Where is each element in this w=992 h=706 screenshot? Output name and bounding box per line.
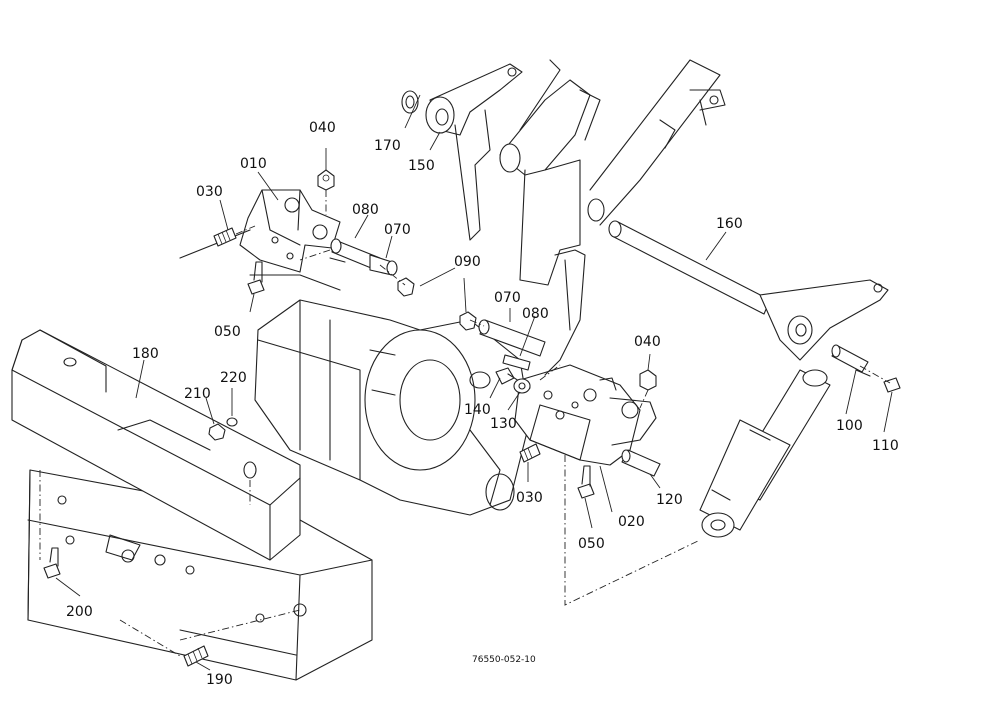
upper-frame bbox=[454, 59, 726, 286]
label-040-lower: 040 bbox=[634, 334, 661, 350]
label-180: 180 bbox=[132, 346, 159, 362]
label-110: 110 bbox=[872, 438, 899, 454]
pin-070-lower bbox=[478, 319, 546, 357]
lift-cylinder bbox=[699, 369, 831, 538]
label-190: 190 bbox=[206, 672, 233, 688]
label-220: 220 bbox=[220, 370, 247, 386]
label-120: 120 bbox=[656, 492, 683, 508]
bushing-170 bbox=[401, 90, 419, 114]
label-010: 010 bbox=[240, 156, 267, 172]
label-020: 020 bbox=[618, 514, 645, 530]
label-080-upper: 080 bbox=[352, 202, 379, 218]
label-130: 130 bbox=[490, 416, 517, 432]
label-070-lower: 070 bbox=[494, 290, 521, 306]
bracket-010 bbox=[179, 189, 341, 291]
transmission-housing bbox=[254, 299, 531, 516]
label-100: 100 bbox=[836, 418, 863, 434]
washer-220 bbox=[226, 417, 238, 427]
sleeve-070-upper bbox=[369, 254, 398, 276]
label-140: 140 bbox=[464, 402, 491, 418]
label-200: 200 bbox=[66, 604, 93, 620]
stud-030-lower bbox=[519, 443, 541, 463]
center-lines bbox=[119, 190, 891, 657]
part-labels: 040 010 030 080 070 090 050 170 150 160 … bbox=[66, 120, 899, 688]
pin-120 bbox=[621, 449, 661, 477]
stud-030-upper bbox=[213, 227, 237, 247]
nut-040-lower bbox=[639, 369, 657, 391]
label-050-upper: 050 bbox=[214, 324, 241, 340]
bolt-200 bbox=[43, 547, 61, 579]
nut-040-upper bbox=[317, 169, 335, 191]
drawing-reference: 76550-052-10 bbox=[472, 655, 536, 665]
nut-210 bbox=[208, 423, 226, 441]
label-030-upper: 030 bbox=[196, 184, 223, 200]
front-weight bbox=[11, 329, 301, 561]
bolt-050-upper bbox=[247, 261, 265, 295]
bolt-050-lower bbox=[577, 465, 595, 499]
label-090: 090 bbox=[454, 254, 481, 270]
leader-lines bbox=[55, 94, 893, 671]
label-030-lower: 030 bbox=[516, 490, 543, 506]
label-150: 150 bbox=[408, 158, 435, 174]
bolt-110 bbox=[883, 377, 901, 393]
label-080-lower: 080 bbox=[522, 306, 549, 322]
washer-130 bbox=[513, 378, 531, 394]
label-040-upper: 040 bbox=[309, 120, 336, 136]
label-210: 210 bbox=[184, 386, 211, 402]
label-170: 170 bbox=[374, 138, 401, 154]
bracket-020 bbox=[514, 249, 657, 466]
lift-arm-150 bbox=[425, 63, 523, 136]
stud-190 bbox=[183, 645, 209, 667]
pin-100 bbox=[831, 344, 871, 377]
label-050-lower: 050 bbox=[578, 536, 605, 552]
nut-090-left bbox=[397, 277, 415, 297]
label-160: 160 bbox=[716, 216, 743, 232]
label-070-upper: 070 bbox=[384, 222, 411, 238]
nut-090-right bbox=[459, 311, 477, 331]
pin-080-lower bbox=[502, 354, 531, 371]
rock-shaft-160 bbox=[608, 220, 889, 361]
